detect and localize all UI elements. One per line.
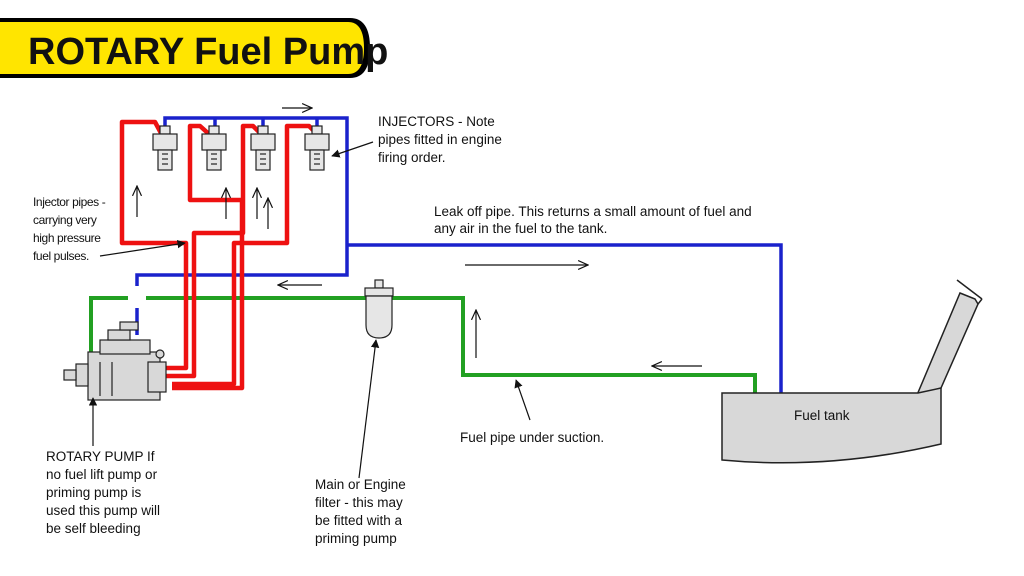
- svg-text:no fuel lift pump or: no fuel lift pump or: [46, 467, 158, 482]
- svg-text:firing order.: firing order.: [378, 150, 446, 165]
- svg-text:Main or Engine: Main or Engine: [315, 477, 406, 492]
- svg-text:INJECTORS - Note: INJECTORS - Note: [378, 114, 495, 129]
- injectors: [152, 125, 330, 171]
- injector-1: [152, 125, 178, 171]
- svg-text:pipes fitted in engine: pipes fitted in engine: [378, 132, 502, 147]
- svg-text:used this pump will: used this pump will: [46, 503, 160, 518]
- svg-text:priming pump is: priming pump is: [46, 485, 142, 500]
- injector-pipes-label: Injector pipes - carrying very high pres…: [33, 195, 106, 263]
- fuel-tank: [721, 279, 983, 464]
- fuel-tank-label: Fuel tank: [794, 408, 850, 423]
- leak-off-pipe: [135, 116, 783, 393]
- svg-text:Injector pipes -: Injector pipes -: [33, 195, 106, 209]
- svg-text:priming pump: priming pump: [315, 531, 397, 546]
- svg-text:high pressure: high pressure: [33, 231, 101, 245]
- filter-label: Main or Engine filter - this may be fitt…: [315, 477, 406, 546]
- injector-3: [250, 125, 276, 171]
- flow-arrows: [137, 108, 702, 366]
- pointer-arrows: [88, 141, 531, 479]
- title-banner: ROTARY Fuel Pump: [0, 18, 388, 78]
- svg-text:any air in the fuel to the tan: any air in the fuel to the tank.: [434, 221, 607, 236]
- svg-text:Leak off pipe. This returns a: Leak off pipe. This returns a small amou…: [434, 204, 752, 219]
- svg-text:ROTARY PUMP If: ROTARY PUMP If: [46, 449, 155, 464]
- svg-text:be fitted with a: be fitted with a: [315, 513, 403, 528]
- suction-label: Fuel pipe under suction.: [460, 430, 604, 445]
- svg-text:carrying very: carrying very: [33, 213, 97, 227]
- leak-off-label: Leak off pipe. This returns a small amou…: [434, 204, 752, 236]
- high-pressure-pipes: [119, 119, 320, 391]
- page-title: ROTARY Fuel Pump: [28, 31, 388, 73]
- injector-2: [201, 125, 227, 171]
- injectors-label: INJECTORS - Note pipes fitted in engine …: [378, 114, 502, 165]
- svg-text:fuel pulses.: fuel pulses.: [33, 249, 89, 263]
- suction-pipe: [89, 296, 757, 393]
- fuel-filter: [364, 279, 394, 339]
- svg-text:filter - this may: filter - this may: [315, 495, 403, 510]
- rotary-pump-label: ROTARY PUMP If no fuel lift pump or prim…: [46, 449, 160, 536]
- svg-text:be self bleeding: be self bleeding: [46, 521, 141, 536]
- rotary-pump: [63, 321, 167, 401]
- injector-4: [304, 125, 330, 171]
